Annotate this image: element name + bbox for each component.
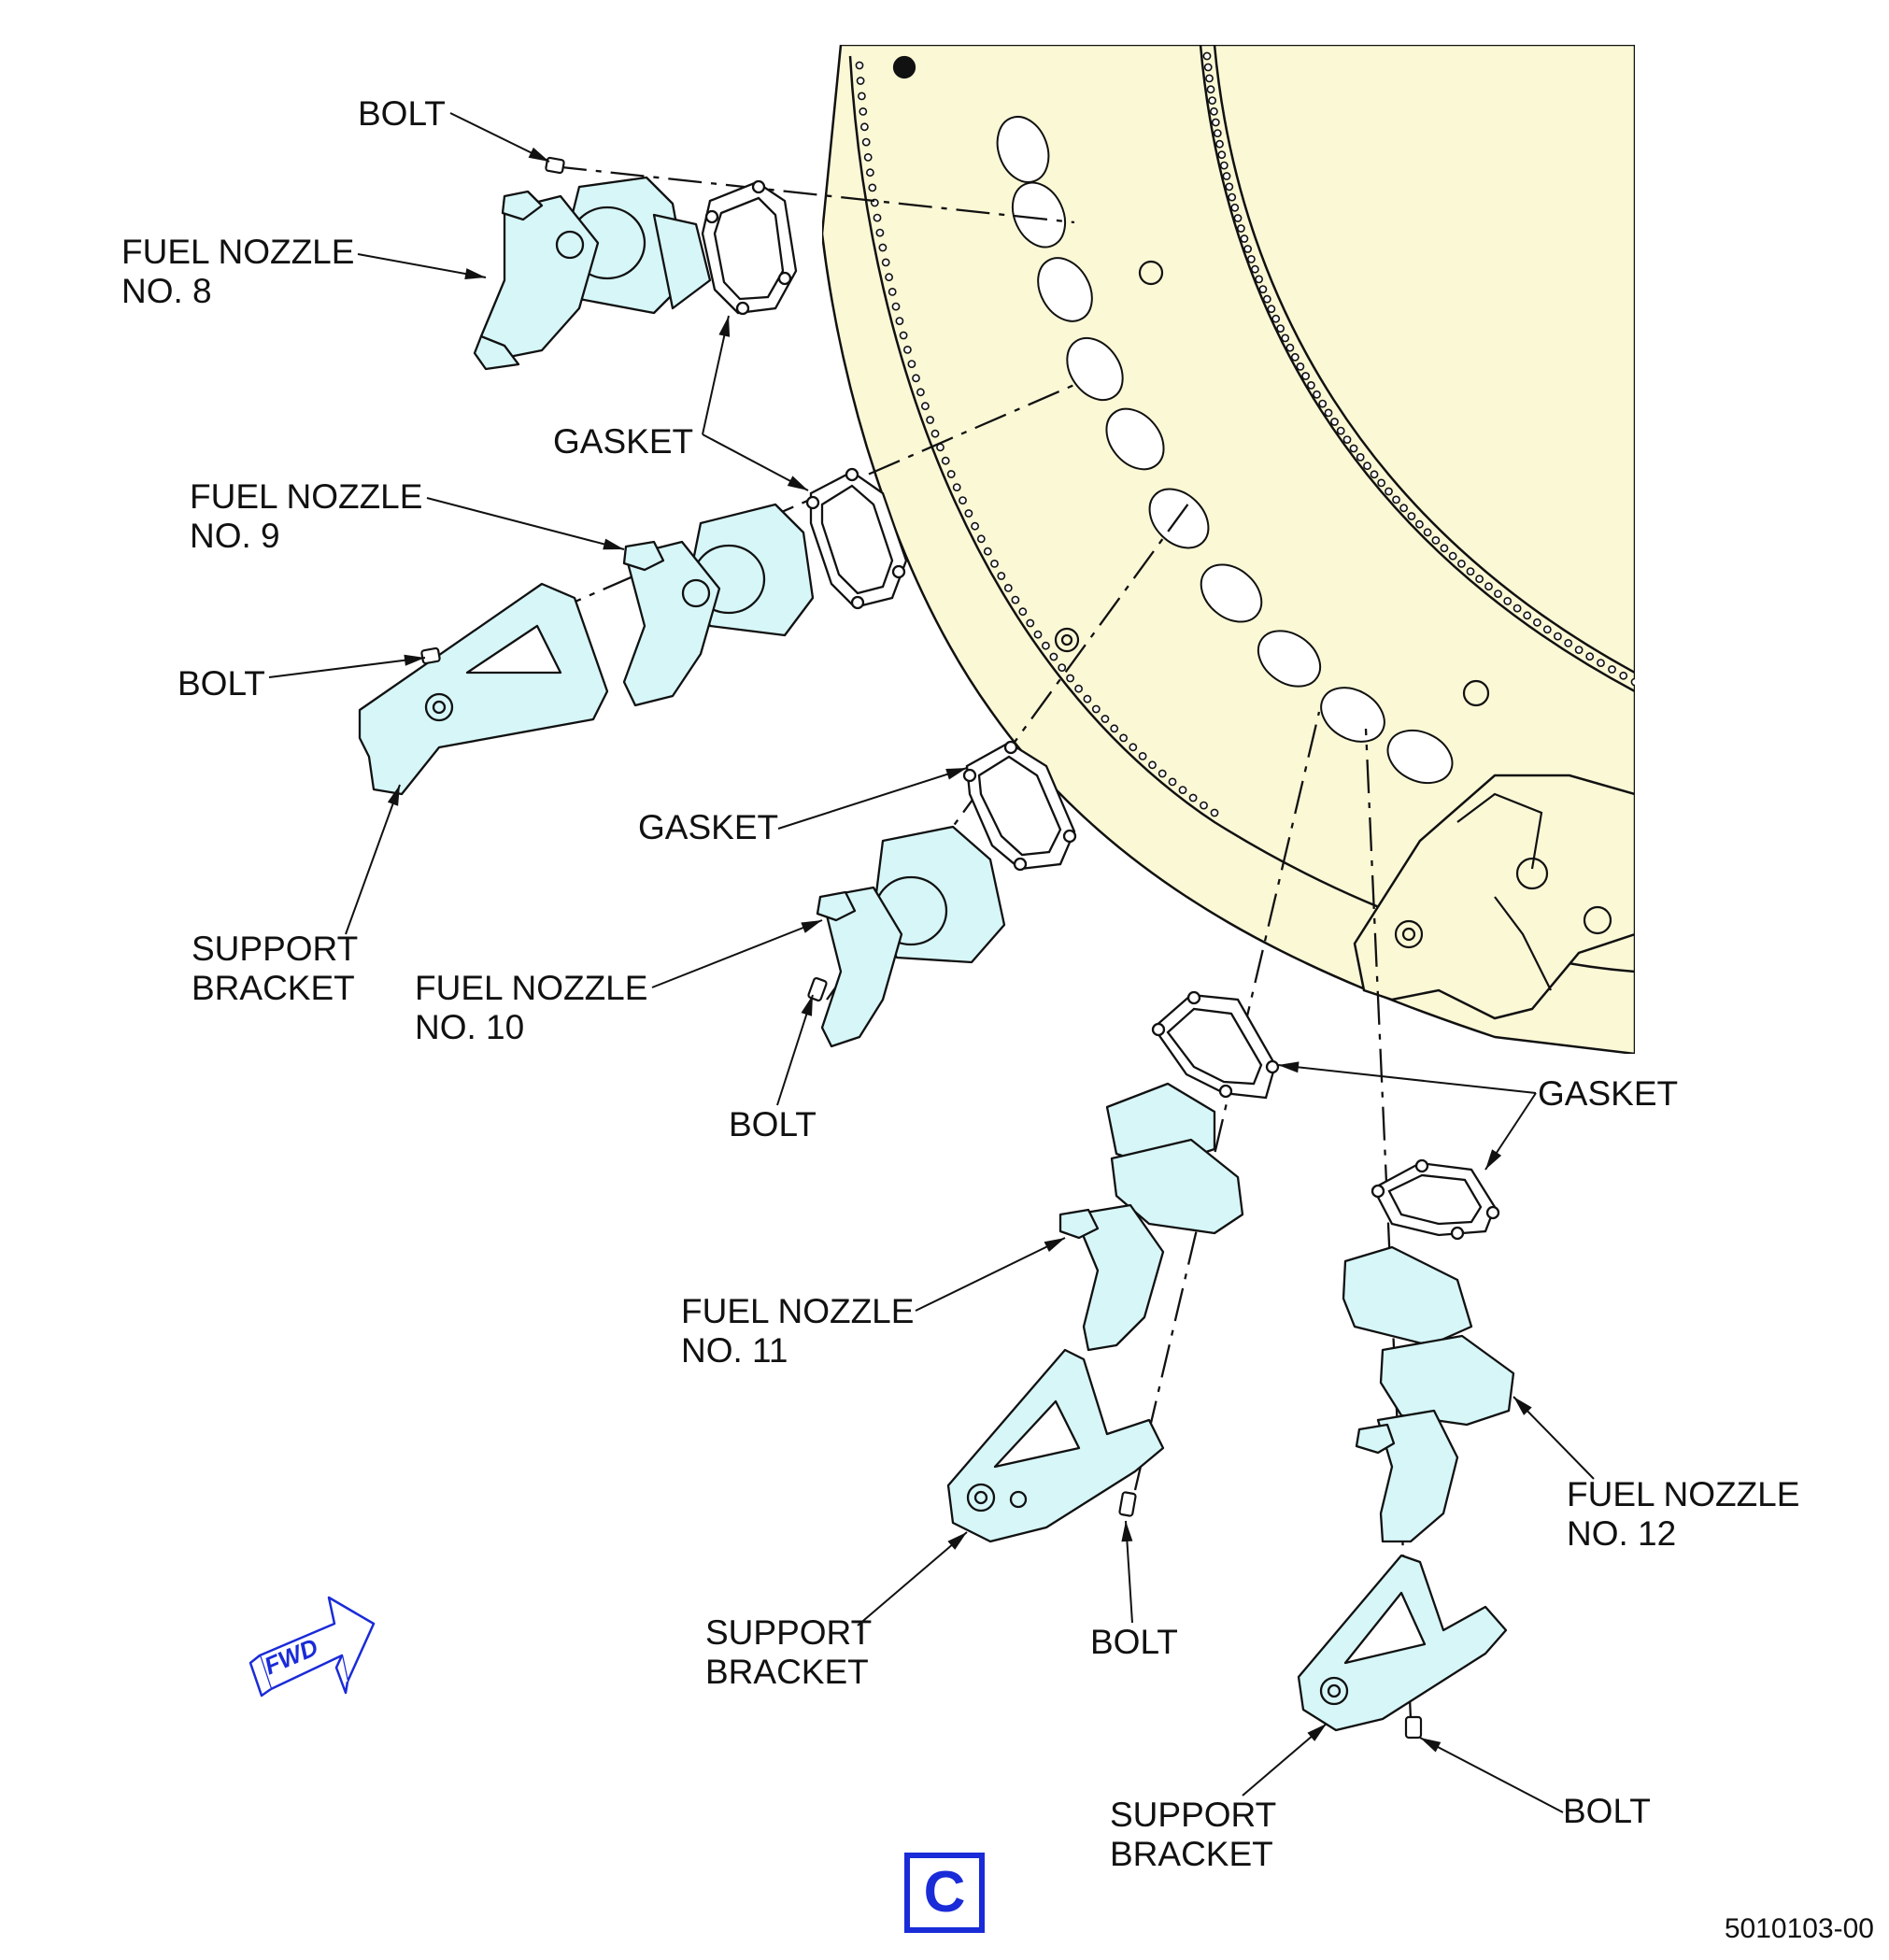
casing-bolt-holes bbox=[855, 51, 1635, 817]
gasket-2-part bbox=[805, 467, 908, 610]
casing-nozzle-ports bbox=[996, 116, 1454, 785]
support-bracket-right-part bbox=[1297, 1554, 1508, 1732]
callout-gasket-upper: GASKET bbox=[553, 422, 694, 461]
callout-bolt-left: BOLT bbox=[178, 664, 265, 703]
callout-bolt-top: BOLT bbox=[358, 94, 446, 133]
fuel-nozzle-12-part bbox=[1342, 1245, 1515, 1543]
fuel-nozzle-9-part bbox=[622, 503, 815, 707]
casing-edge-inner-2 bbox=[1213, 45, 1635, 675]
fwd-arrow bbox=[249, 1596, 376, 1697]
bolt-parts bbox=[420, 156, 1423, 1740]
view-letter: C bbox=[904, 1853, 985, 1933]
gasket-1-part bbox=[701, 179, 798, 316]
fuel-nozzle-8-part bbox=[473, 176, 712, 371]
callout-gasket-right: GASKET bbox=[1538, 1074, 1679, 1113]
callout-bolt-mid: BOLT bbox=[729, 1105, 817, 1143]
support-bracket-mid-part bbox=[946, 1348, 1165, 1543]
gasket-5-part bbox=[1371, 1158, 1500, 1241]
gasket-4-part bbox=[1151, 990, 1280, 1100]
fuel-nozzle-11-part bbox=[1058, 1082, 1244, 1352]
callout-leaders bbox=[268, 112, 1595, 1813]
installed-nozzle-details bbox=[892, 55, 1612, 991]
drawing-number: 5010103-00 bbox=[1724, 1913, 1874, 1944]
callout-gasket-mid: GASKET bbox=[638, 808, 779, 846]
casing-edge-inner bbox=[1199, 45, 1635, 693]
fuel-nozzle-10-part bbox=[816, 825, 1006, 1048]
support-bracket-left-part bbox=[358, 582, 609, 796]
callout-bolt-lower-mid: BOLT bbox=[1090, 1623, 1178, 1661]
gasket-3-part bbox=[962, 740, 1077, 872]
callout-bolt-lower-right: BOLT bbox=[1563, 1792, 1651, 1830]
